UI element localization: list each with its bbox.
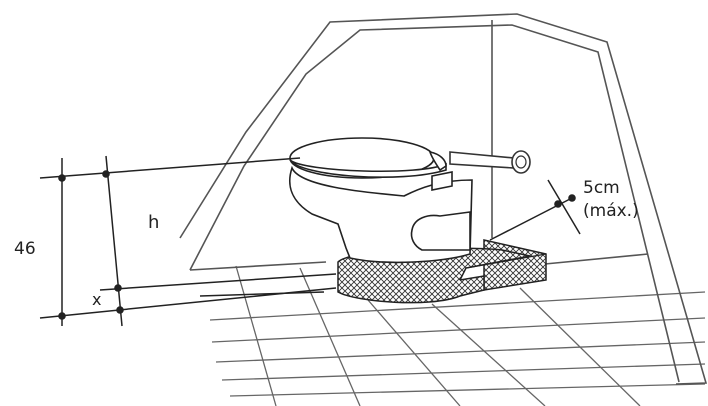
dimension-label-total-height: 46 xyxy=(14,239,36,259)
dimension-label-base-height: x xyxy=(92,290,101,309)
offset-label-distance: 5cm xyxy=(583,178,620,198)
dimension-markers xyxy=(58,170,576,320)
floor-grid xyxy=(209,265,706,406)
toilet-trapway xyxy=(410,211,471,251)
grab-bar xyxy=(449,150,531,174)
wall-partition xyxy=(179,13,708,385)
toilet-flush-tank xyxy=(431,171,453,191)
offset-label-max: (máx.) xyxy=(583,201,639,221)
dimension-lines xyxy=(39,155,581,327)
toilet-seat-rim xyxy=(289,159,447,178)
toilet xyxy=(288,137,473,264)
dimension-label-seat-height: h xyxy=(148,212,159,233)
toilet-lid-hinge xyxy=(428,150,447,172)
